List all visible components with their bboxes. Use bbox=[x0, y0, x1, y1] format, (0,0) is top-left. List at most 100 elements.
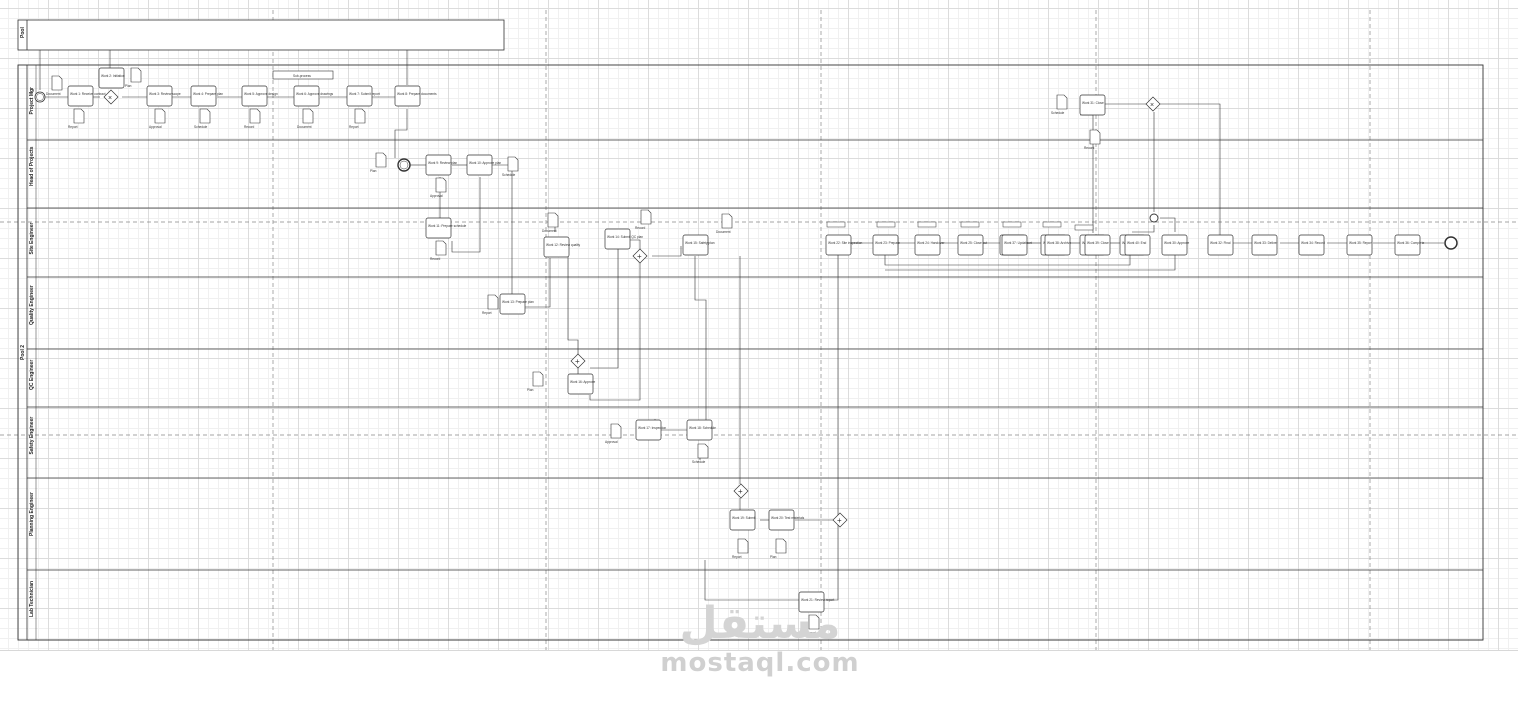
exclusive-gateway[interactable]: × bbox=[103, 89, 119, 105]
task-node[interactable]: Work 18: Schedule bbox=[686, 419, 716, 441]
document-label: Schedule bbox=[194, 125, 208, 129]
task-node[interactable]: Work 12: Review quality bbox=[543, 236, 581, 258]
page-break-lines bbox=[0, 10, 1518, 650]
document-icon[interactable]: Plan bbox=[125, 67, 142, 88]
task-node[interactable]: Work 33: Deliver bbox=[1251, 234, 1278, 256]
task-node[interactable]: Work 37: Update bbox=[1001, 234, 1028, 256]
task-node[interactable]: Work 4: Prepare plan bbox=[190, 85, 223, 107]
document-label: Document bbox=[716, 230, 731, 234]
task-label: Work 19: Submit bbox=[732, 516, 756, 520]
document-icon[interactable]: Record bbox=[244, 108, 261, 129]
document-icon[interactable]: Schedule bbox=[1051, 94, 1068, 115]
task-node[interactable]: Work 10: Approve plan bbox=[466, 154, 501, 176]
lane-label: QC Engineer bbox=[29, 360, 35, 390]
task-node[interactable]: Work 24: Handover bbox=[914, 234, 945, 256]
task-node[interactable]: Work 3: Review scope bbox=[146, 85, 181, 107]
document-icon[interactable]: Report bbox=[349, 108, 366, 129]
task-node[interactable]: Work 22: Site inspection bbox=[825, 234, 863, 256]
document-label: Approval bbox=[149, 125, 162, 129]
document-icon[interactable]: Plan bbox=[770, 538, 787, 559]
task-label: Work 4: Prepare plan bbox=[193, 92, 223, 96]
document-icon[interactable]: Record bbox=[430, 240, 447, 261]
watermark: مستقل mostaql.com bbox=[650, 600, 870, 679]
task-node[interactable]: Work 39: Close bbox=[1084, 234, 1111, 256]
document-label: Plan bbox=[370, 169, 377, 173]
task-label: Work 8: Prepare documents bbox=[397, 92, 437, 96]
task-node[interactable]: Work 30: Approve bbox=[1161, 234, 1190, 256]
document-icon[interactable]: Record bbox=[1084, 129, 1101, 150]
parallel-gateway[interactable]: + bbox=[632, 248, 648, 264]
task-node[interactable]: Work 9: Review plan bbox=[425, 154, 457, 176]
end-event[interactable] bbox=[1444, 236, 1458, 250]
task-node[interactable]: Work 5: Approve design bbox=[241, 85, 278, 107]
task-node[interactable]: Work 16: Approve bbox=[567, 373, 596, 395]
task-node[interactable]: Work 32: Final bbox=[1207, 234, 1234, 256]
task-node[interactable]: Work 13: Prepare plan bbox=[499, 293, 534, 315]
document-icon[interactable]: Plan bbox=[527, 371, 544, 392]
main-pool[interactable] bbox=[17, 64, 1484, 641]
task-label: Work 22: Site inspection bbox=[828, 241, 863, 245]
document-label: Document bbox=[46, 92, 61, 96]
task-label: Work 24: Handover bbox=[917, 241, 945, 245]
annotation bbox=[1002, 221, 1022, 228]
task-node[interactable]: Work 34: Record bbox=[1298, 234, 1325, 256]
task-node[interactable]: Work 11: Prepare schedule bbox=[425, 217, 467, 239]
task-node[interactable]: Work 35: Report bbox=[1346, 234, 1373, 256]
task-node[interactable]: Work 20: Test materials bbox=[768, 509, 805, 531]
document-icon[interactable]: Schedule bbox=[502, 156, 519, 177]
document-icon[interactable]: Approval bbox=[430, 177, 447, 198]
task-label: Work 11: Prepare schedule bbox=[428, 224, 467, 228]
task-node[interactable]: Work 38: Archive bbox=[1044, 234, 1071, 256]
subprocess-group[interactable] bbox=[272, 70, 334, 80]
document-icon[interactable]: Document bbox=[542, 212, 559, 233]
top-pool[interactable] bbox=[17, 19, 505, 51]
task-node[interactable]: Work 2: Initiation bbox=[98, 67, 125, 89]
document-icon[interactable]: Plan bbox=[370, 152, 387, 173]
task-label: Work 40: End bbox=[1127, 241, 1146, 245]
task-node[interactable]: Work 15: Safety plan bbox=[682, 234, 715, 256]
document-label: Report bbox=[68, 125, 78, 129]
document-icon[interactable]: Report bbox=[732, 538, 749, 559]
document-icon[interactable]: Approval bbox=[803, 614, 820, 635]
exclusive-gateway[interactable]: × bbox=[1145, 96, 1161, 112]
document-label: Report bbox=[349, 125, 359, 129]
document-icon[interactable]: Report bbox=[482, 294, 499, 315]
task-label: Work 32: Final bbox=[1210, 241, 1231, 245]
task-node[interactable]: Work 17: Inspection bbox=[635, 419, 666, 441]
document-icon[interactable]: Report bbox=[68, 108, 85, 129]
document-icon[interactable]: Document bbox=[46, 75, 63, 96]
document-icon[interactable]: Record bbox=[635, 209, 652, 230]
task-node[interactable]: Work 36: Complete bbox=[1394, 234, 1424, 256]
task-node[interactable]: Work 40: End bbox=[1124, 234, 1151, 256]
document-icon[interactable]: Approval bbox=[605, 423, 622, 444]
document-icon[interactable]: Approval bbox=[149, 108, 166, 129]
document-icon[interactable]: Schedule bbox=[194, 108, 211, 129]
task-node[interactable]: Work 14: Submit QC plan bbox=[604, 228, 643, 250]
task-label: Work 17: Inspection bbox=[638, 426, 666, 430]
parallel-gateway[interactable]: + bbox=[733, 483, 749, 499]
lane-label: Project Mgr bbox=[29, 87, 35, 115]
task-label: Work 36: Complete bbox=[1397, 241, 1424, 245]
task-node[interactable]: Work 21: Review report bbox=[798, 591, 834, 613]
parallel-gateway[interactable]: + bbox=[570, 353, 586, 369]
task-node[interactable]: Work 7: Submit report bbox=[346, 85, 380, 107]
task-node[interactable]: Work 19: Submit bbox=[729, 509, 756, 531]
task-label: Work 10: Approve plan bbox=[469, 161, 501, 165]
task-node[interactable]: Work 6: Approve drawings bbox=[293, 85, 334, 107]
document-icon[interactable]: Schedule bbox=[692, 443, 709, 464]
parallel-gateway[interactable]: + bbox=[832, 512, 848, 528]
task-node[interactable]: Work 8: Prepare documents bbox=[394, 85, 437, 107]
task-node[interactable]: Work 1: Receive contract bbox=[67, 85, 106, 107]
task-node[interactable]: Work 31: Close bbox=[1079, 94, 1106, 116]
document-icon[interactable]: Document bbox=[297, 108, 314, 129]
intermediate-event[interactable] bbox=[1149, 213, 1159, 223]
task-label: Work 6: Approve drawings bbox=[296, 92, 334, 96]
document-icon[interactable]: Document bbox=[716, 213, 733, 234]
task-node[interactable]: Work 23: Prepare bbox=[872, 234, 900, 256]
task-node[interactable]: Work 25: Close out bbox=[957, 234, 987, 256]
document-label: Record bbox=[430, 257, 441, 261]
